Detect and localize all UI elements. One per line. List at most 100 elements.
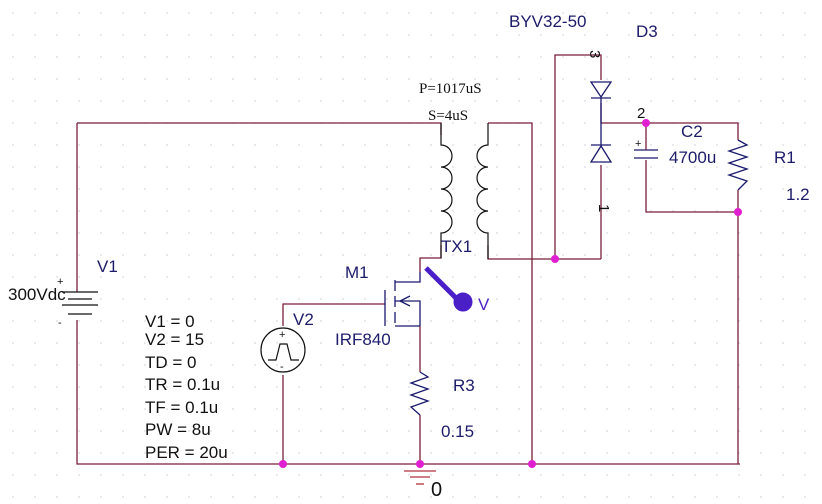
grid-dot (320, 430, 322, 432)
c2-capacitor[interactable]: + C2 4700u (634, 122, 716, 167)
wire-v2-to-gate (282, 303, 385, 326)
r1-resistor[interactable]: R1 1.2 (726, 139, 810, 204)
grid-dot (298, 298, 300, 300)
grid-dot (386, 320, 388, 322)
grid-dot (562, 34, 564, 36)
grid-dot (78, 342, 80, 344)
grid-dot (496, 298, 498, 300)
grid-dot (452, 364, 454, 366)
grid-dot (408, 452, 410, 454)
grid-dot (496, 144, 498, 146)
grid-dot (606, 254, 608, 256)
grid-dot (12, 386, 14, 388)
grid-dot (716, 188, 718, 190)
grid-dot (232, 166, 234, 168)
grid-dot (144, 496, 146, 498)
grid-dot (408, 474, 410, 476)
grid-dot (694, 56, 696, 58)
v1-dc-source[interactable]: + - V1 300Vdc (8, 257, 118, 329)
grid-dot (34, 56, 36, 58)
grid-dot (496, 166, 498, 168)
grid-dot (78, 56, 80, 58)
grid-dot (34, 408, 36, 410)
grid-dot (364, 342, 366, 344)
probe-stem (424, 266, 462, 304)
r3-resistor[interactable]: R3 0.15 (409, 371, 475, 441)
grid-dot (408, 100, 410, 102)
grid-dot (34, 298, 36, 300)
d3-diode[interactable]: BYV32-50 D3 1 2 3 (509, 12, 658, 212)
grid-dot (386, 386, 388, 388)
grid-dot (430, 56, 432, 58)
grid-dot (100, 100, 102, 102)
grid-dot (496, 474, 498, 476)
grid-dot (364, 276, 366, 278)
grid-dot (430, 210, 432, 212)
grid-dot (430, 496, 432, 498)
grid-dot (540, 34, 542, 36)
grid-dot (210, 100, 212, 102)
ground-symbol[interactable]: 0 (404, 470, 442, 501)
grid-dot (804, 474, 806, 476)
grid-dot (760, 386, 762, 388)
grid-dot (320, 210, 322, 212)
grid-dot (474, 254, 476, 256)
grid-dot (540, 122, 542, 124)
grid-dot (804, 100, 806, 102)
grid-dot (562, 342, 564, 344)
grid-dot (276, 210, 278, 212)
grid-dot (716, 474, 718, 476)
grid-dot (320, 144, 322, 146)
grid-dot (232, 56, 234, 58)
grid-dot (166, 232, 168, 234)
grid-dot (518, 78, 520, 80)
grid-dot (166, 320, 168, 322)
grid-dot (408, 254, 410, 256)
tx1-transformer[interactable]: TX1 P=1017uS S=4uS (419, 81, 489, 259)
grid-dot (12, 452, 14, 454)
grid-dot (232, 210, 234, 212)
grid-dot (320, 232, 322, 234)
grid-dot (122, 254, 124, 256)
grid-dot (584, 122, 586, 124)
grid-dot (716, 100, 718, 102)
v2-pulse-source[interactable]: + - V2 V1 = 0 V2 = 15 TD = 0 TR = 0.1u T… (145, 310, 314, 462)
grid-dot (276, 364, 278, 366)
grid-dot (56, 12, 58, 14)
grid-dot (342, 320, 344, 322)
m1-mosfet[interactable]: M1 IRF840 (335, 263, 421, 349)
grid-dot (320, 364, 322, 366)
grid-dot (34, 342, 36, 344)
grid-dot (474, 56, 476, 58)
grid-dot (210, 452, 212, 454)
grid-dot (474, 496, 476, 498)
grid-dot (694, 276, 696, 278)
voltage-probe[interactable]: V (424, 266, 490, 314)
grid-dot (78, 408, 80, 410)
grid-dot (408, 166, 410, 168)
grid-dot (342, 276, 344, 278)
grid-dot (562, 496, 564, 498)
grid-dot (628, 298, 630, 300)
grid-dot (474, 342, 476, 344)
grid-dot (628, 12, 630, 14)
grid-dot (254, 298, 256, 300)
grid-dot (760, 452, 762, 454)
grid-dot (650, 232, 652, 234)
grid-dot (232, 408, 234, 410)
grid-dot (408, 78, 410, 80)
grid-dot (254, 188, 256, 190)
junction-dots (279, 119, 742, 468)
grid-dot (12, 12, 14, 14)
grid-dot (760, 210, 762, 212)
grid-dot (254, 342, 256, 344)
grid-dot (56, 430, 58, 432)
grid-dot (144, 452, 146, 454)
grid-dot (452, 12, 454, 14)
grid-dot (430, 166, 432, 168)
grid-dot (716, 452, 718, 454)
grid-dot (430, 232, 432, 234)
grid-dot (34, 364, 36, 366)
grid-dot (430, 144, 432, 146)
